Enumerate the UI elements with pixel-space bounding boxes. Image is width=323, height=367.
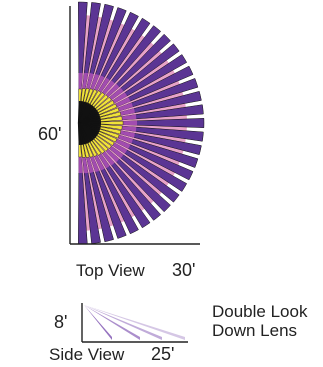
side-view-range-label: 25' [151, 344, 175, 364]
side-view-caption: Side View [49, 345, 125, 364]
side-view-beam [84, 305, 140, 340]
top-view-caption: Top View [76, 261, 145, 280]
side-view-beam [84, 305, 162, 340]
sensor-center-mark [77, 122, 81, 146]
lens-name-line1: Double Look [212, 302, 308, 321]
lens-name-line2: Down Lens [212, 321, 298, 340]
side-view-height-label: 8' [54, 312, 68, 332]
top-view-range-label: 30' [172, 260, 196, 280]
side-view-coverage-beams [84, 305, 185, 340]
top-view-coverage-fan [77, 1, 205, 245]
side-view-beam [84, 305, 112, 340]
top-view-width-label: 60' [38, 124, 62, 144]
side-view-beam [84, 305, 185, 340]
